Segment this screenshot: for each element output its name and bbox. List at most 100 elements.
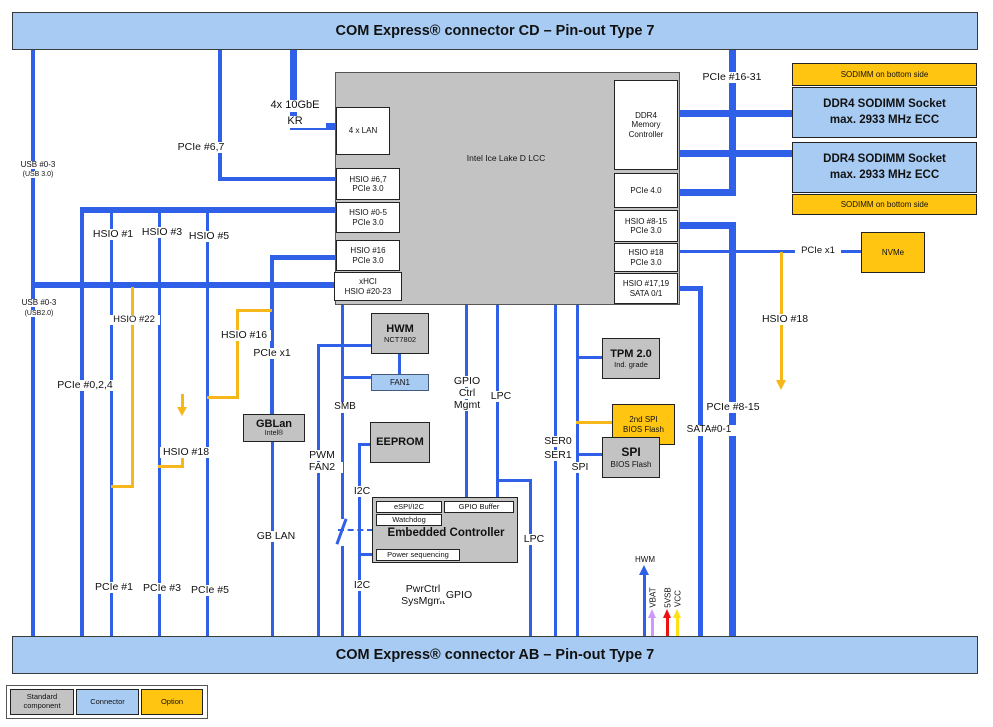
label-pcie5: PCIe #5 <box>186 584 234 597</box>
smb-dashed <box>338 529 373 531</box>
spi-flash-sub: BIOS Flash <box>610 459 652 469</box>
line-pcie67-v <box>218 50 222 181</box>
line-i2c-eeprom <box>358 443 371 446</box>
connector-ab-title: COM Express® connector AB – Pin-out Type… <box>335 646 655 663</box>
ddr4-socket-2-l2: max. 2933 MHz ECC <box>829 168 940 181</box>
cpu-hsio1719: HSIO #17,19 SATA 0/1 <box>614 273 678 304</box>
ec-watchdog-label: Watchdog <box>392 514 426 524</box>
line-pcie16-31 <box>729 50 736 196</box>
line-smb-lower <box>341 546 344 636</box>
spi-flash-block: SPI BIOS Flash <box>602 437 660 478</box>
ddr4-socket-1-l2: max. 2933 MHz ECC <box>829 113 940 126</box>
cpu-hsio815: HSIO #8-15 PCIe 3.0 <box>614 210 678 242</box>
label-usb3-a: USB #0-3 <box>12 160 64 170</box>
line-spiflash <box>576 453 602 456</box>
2nd-spi-flash-l1: 2nd SPI <box>629 415 658 425</box>
gblan-block: GBLan Intel® <box>243 414 305 442</box>
label-sysmgmt: SysMgmt <box>398 595 448 608</box>
cpu-4xlan-label: 4 x LAN <box>348 126 378 136</box>
cpu-hsio05-l1: HSIO #0-5 <box>349 208 387 218</box>
cpu-hsio815-l2: PCIe 3.0 <box>630 226 662 235</box>
cpu-hsio05-l2: PCIe 3.0 <box>352 217 384 227</box>
ec-power-seq-box: Power sequencing <box>376 549 460 561</box>
line-pwm-fan2 <box>317 344 320 636</box>
hwm-title: HWM <box>386 322 414 335</box>
line-pcie5 <box>206 210 209 636</box>
line-pwm-hwm <box>317 344 371 347</box>
line-hsio16-h <box>272 255 337 260</box>
line-ddr4-1 <box>678 110 793 117</box>
spi-flash-title: SPI <box>621 445 641 459</box>
cpu-hsio16: HSIO #16 PCIe 3.0 <box>336 240 400 271</box>
hwm-part: NCT7802 <box>383 334 417 344</box>
eeprom-block: EEPROM <box>370 422 430 463</box>
cpu-xhci: xHCI HSIO #20-23 <box>334 272 402 301</box>
label-hsio16: HSIO #16 <box>217 329 271 342</box>
label-gpio-ctrl-1: GPIO <box>448 375 486 388</box>
cpu-xhci-l1: xHCI <box>359 277 377 287</box>
ec-espi-box: eSPI/I2C <box>376 501 442 513</box>
cpu-ddr4mc-l2: Memory <box>631 120 661 130</box>
line-hsio815-h <box>678 222 736 229</box>
cpu-name: Intel Ice Lake D LCC <box>466 153 546 163</box>
opt-hsio16-h1 <box>236 309 272 312</box>
label-vcc: VCC <box>673 590 683 607</box>
legend-connector-label: Connector <box>90 696 125 706</box>
sodimm-strip-top-label: SODIMM on bottom side <box>840 69 929 79</box>
line-i2c-ec <box>358 553 373 556</box>
line-sata-h <box>678 286 702 291</box>
label-pciex1-left: PCIe x1 <box>246 347 298 360</box>
cpu-hsio1719-l2: SATA 0/1 <box>629 288 663 298</box>
label-pcie024: PCIe #0,2,4 <box>55 379 115 392</box>
line-sata-v <box>698 286 703 636</box>
legend-option-label: Option <box>160 696 184 706</box>
legend-standard-label: Standard component <box>23 692 61 710</box>
label-hsio3: HSIO #3 <box>136 226 188 239</box>
vbat-arrow-head <box>648 609 656 618</box>
cpu-hsio67-l1: HSIO #6,7 <box>349 174 387 184</box>
cpu-hsio67-l2: PCIe 3.0 <box>352 184 384 193</box>
line-pcie40 <box>678 189 736 196</box>
label-usb2-b: (USB2.0) <box>13 310 65 318</box>
cpu-ddr4mc-l3: Controller <box>628 129 664 139</box>
legend-connector: Connector <box>76 689 139 715</box>
line-lpc-elbow <box>496 479 532 482</box>
smb-switch <box>335 518 348 545</box>
vcc-arrow-line <box>676 617 679 636</box>
nvme-block: NVMe <box>861 232 925 273</box>
cpu-hsio1719-l1: HSIO #17,19 <box>622 279 670 289</box>
cpu-ddr4mc-l1: DDR4 <box>635 111 657 121</box>
label-i2c-top: I2C <box>349 485 375 498</box>
label-hwm-arrow: HWM <box>628 555 662 565</box>
label-smb: SMB <box>330 401 360 413</box>
label-pcie3: PCIe #3 <box>138 582 186 595</box>
2nd-spi-flash-l2: BIOS Flash <box>623 424 664 434</box>
legend-standard-component: Standard component <box>10 689 74 715</box>
ddr4-socket-1: DDR4 SODIMM Socket max. 2933 MHz ECC <box>792 87 977 138</box>
line-pcie3 <box>158 210 161 636</box>
cpu-pcie40-label: PCIe 4.0 <box>630 185 662 195</box>
hwm-arrow-line <box>643 574 646 636</box>
line-tpm <box>576 356 602 359</box>
cpu-4xlan: 4 x LAN <box>336 107 390 155</box>
sodimm-strip-bottom: SODIMM on bottom side <box>792 194 977 215</box>
fan1-block: FAN1 <box>371 374 429 391</box>
label-pwrctrl: PwrCtrl <box>400 583 446 596</box>
label-spi: SPI <box>566 461 594 474</box>
label-lpc-bottom: LPC <box>519 533 549 546</box>
label-hsio5: HSIO #5 <box>183 230 235 243</box>
ec-espi-label: eSPI/I2C <box>393 501 424 511</box>
label-fan2: FAN2 <box>301 461 343 474</box>
label-usb3-b: (USB 3.0) <box>12 171 64 179</box>
tpm-title: TPM 2.0 <box>610 347 652 360</box>
bus-usb2 <box>31 282 336 288</box>
line-usb3 <box>31 50 35 636</box>
line-hsio16-v <box>270 255 274 415</box>
5vsb-arrow-line <box>666 617 669 636</box>
label-10gbe-a: 4x 10GbE <box>264 99 326 112</box>
gblan-vendor: Intel® <box>264 430 284 438</box>
label-ser1: SER1 <box>540 449 576 462</box>
sodimm-strip-top: SODIMM on bottom side <box>792 63 977 86</box>
cpu-hsio18: HSIO #18 PCIe 3.0 <box>614 243 678 272</box>
